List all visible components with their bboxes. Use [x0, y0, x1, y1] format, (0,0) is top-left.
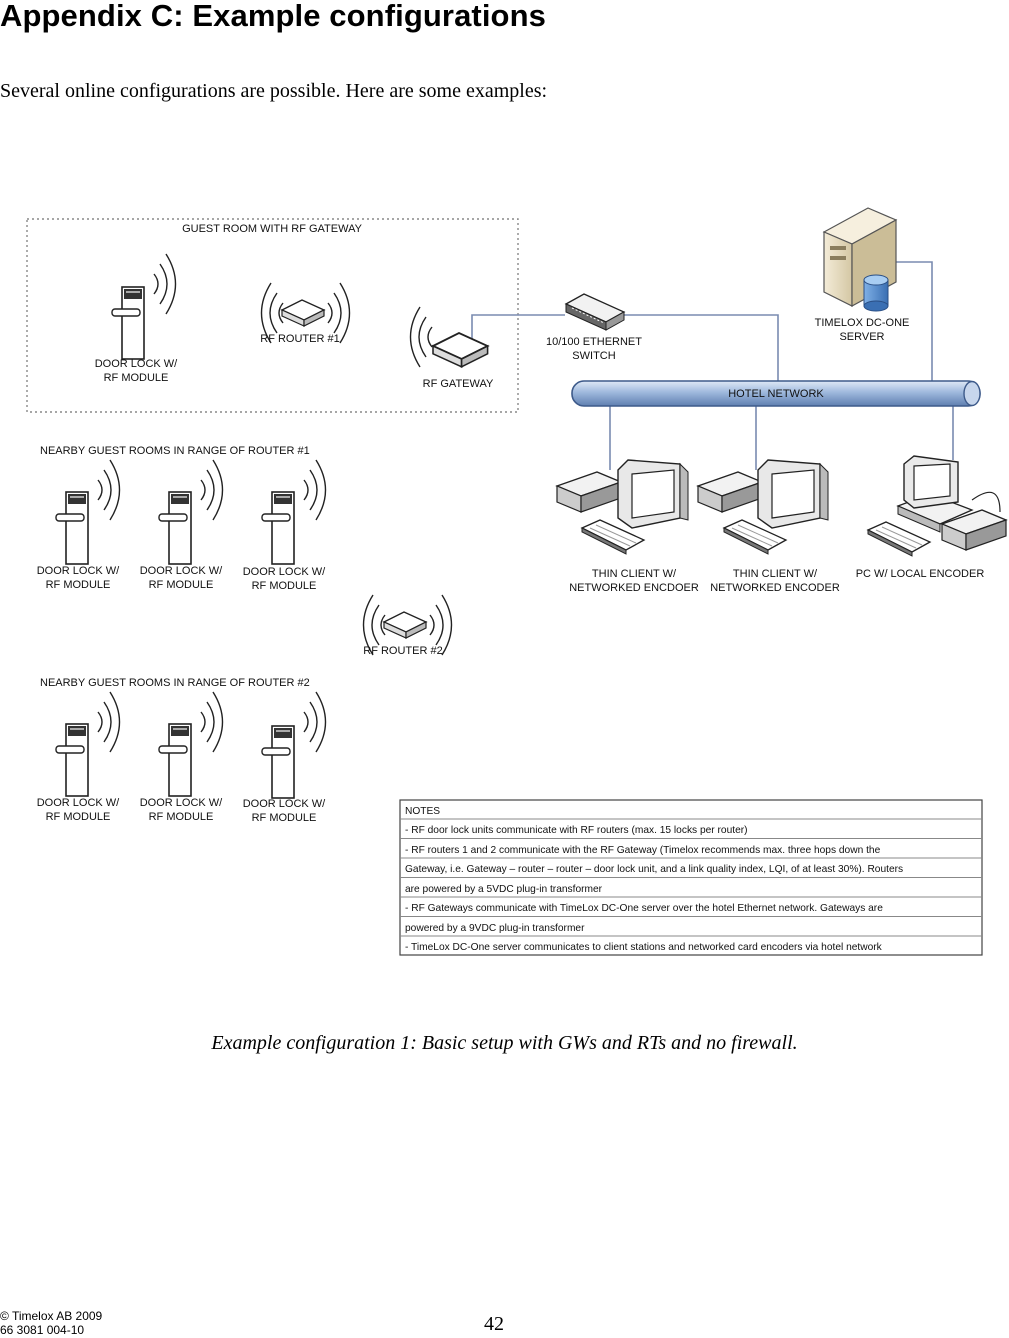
door-lock-icon	[56, 492, 88, 564]
nearby-rooms-2-title: NEARBY GUEST ROOMS IN RANGE OF ROUTER #2	[40, 677, 310, 689]
monitor-icon	[618, 460, 688, 528]
wireless-signal-icon	[201, 692, 223, 752]
wireless-signal-icon	[411, 307, 433, 367]
door-lock-icon	[159, 724, 191, 796]
wireless-signal-icon	[98, 460, 120, 520]
pc-label: PC W/ LOCAL ENCODER	[856, 568, 985, 580]
router-2-label: RF ROUTER #2	[363, 645, 442, 657]
door-lock-icon	[262, 726, 294, 798]
notes-row: NOTES	[405, 806, 440, 817]
notes-row: - RF routers 1 and 2 communicate with th…	[405, 845, 881, 856]
notes-row: - RF door lock units communicate with RF…	[405, 825, 748, 836]
door-lock-label: RF MODULE	[252, 812, 317, 824]
door-lock-label: DOOR LOCK W/	[243, 566, 326, 578]
pc-icon	[868, 456, 1006, 556]
monitor-icon	[758, 460, 828, 528]
thin-client-1-label: THIN CLIENT W/	[592, 568, 677, 580]
door-lock-label: DOOR LOCK W/	[140, 565, 223, 577]
notes-table: NOTES - RF door lock units communicate w…	[400, 800, 982, 955]
guest-room-title: GUEST ROOM WITH RF GATEWAY	[182, 223, 363, 235]
door-lock-label: DOOR LOCK W/	[243, 798, 326, 810]
door-lock-icon	[262, 492, 294, 564]
copyright-text: © Timelox AB 2009	[0, 1309, 102, 1323]
door-lock-label: DOOR LOCK W/	[37, 565, 120, 577]
page-heading: Appendix C: Example configurations	[0, 0, 546, 34]
door-lock-label: DOOR LOCK W/	[95, 358, 178, 370]
notes-row: Gateway, i.e. Gateway – router – router …	[405, 864, 903, 875]
thin-client-2-label: THIN CLIENT W/	[733, 568, 818, 580]
door-lock-label: RF MODULE	[252, 580, 317, 592]
router-icon	[384, 612, 426, 638]
server-icon	[824, 208, 896, 311]
document-number: 66 3081 004-10	[0, 1323, 102, 1337]
wireless-signal-icon	[154, 254, 176, 314]
gateway-icon	[433, 333, 488, 367]
server-label: TIMELOX DC-ONE	[815, 317, 910, 329]
notes-row: are powered by a 5VDC plug-in transforme…	[405, 884, 603, 895]
router-icon	[282, 300, 324, 326]
door-lock-label: RF MODULE	[149, 579, 214, 591]
nearby-rooms-1-title: NEARBY GUEST ROOMS IN RANGE OF ROUTER #1	[40, 445, 310, 457]
encoder-box-icon	[698, 472, 762, 512]
gateway-label: RF GATEWAY	[423, 378, 494, 390]
notes-row: - TimeLox DC-One server communicates to …	[405, 942, 883, 953]
thin-client-2-label: NETWORKED ENCODER	[710, 582, 840, 594]
hotel-network-label: HOTEL NETWORK	[728, 388, 824, 400]
door-lock-icon	[112, 287, 144, 359]
server-label: SERVER	[839, 331, 884, 343]
switch-label: 10/100 ETHERNET	[546, 336, 642, 348]
door-lock-label: DOOR LOCK W/	[37, 797, 120, 809]
encoder-box-icon	[557, 472, 621, 512]
door-lock-icon	[56, 724, 88, 796]
door-lock-label: DOOR LOCK W/	[140, 797, 223, 809]
wireless-signal-icon	[304, 460, 326, 520]
door-lock-icon	[159, 492, 191, 564]
router-1-label: RF ROUTER #1	[260, 333, 339, 345]
door-lock-label: RF MODULE	[149, 811, 214, 823]
intro-paragraph: Several online configurations are possib…	[0, 80, 547, 103]
notes-row: - RF Gateways communicate with TimeLox D…	[405, 903, 883, 914]
footer-info: © Timelox AB 2009 66 3081 004-10	[0, 1309, 102, 1337]
figure-caption: Example configuration 1: Basic setup wit…	[0, 1032, 1009, 1055]
door-lock-label: RF MODULE	[46, 579, 111, 591]
door-lock-label: RF MODULE	[46, 811, 111, 823]
switch-icon	[566, 294, 624, 330]
wireless-signal-icon	[98, 692, 120, 752]
wireless-signal-icon	[201, 460, 223, 520]
switch-label: SWITCH	[572, 350, 615, 362]
page-number: 42	[484, 1313, 504, 1336]
thin-client-1-label: NETWORKED ENCDOER	[569, 582, 699, 594]
notes-row: powered by a 9VDC plug-in transformer	[405, 923, 585, 934]
configuration-diagram: GUEST ROOM WITH RF GATEWAY DOOR LOCK W/ …	[0, 195, 1009, 970]
wireless-signal-icon	[304, 692, 326, 752]
door-lock-label: RF MODULE	[104, 372, 169, 384]
